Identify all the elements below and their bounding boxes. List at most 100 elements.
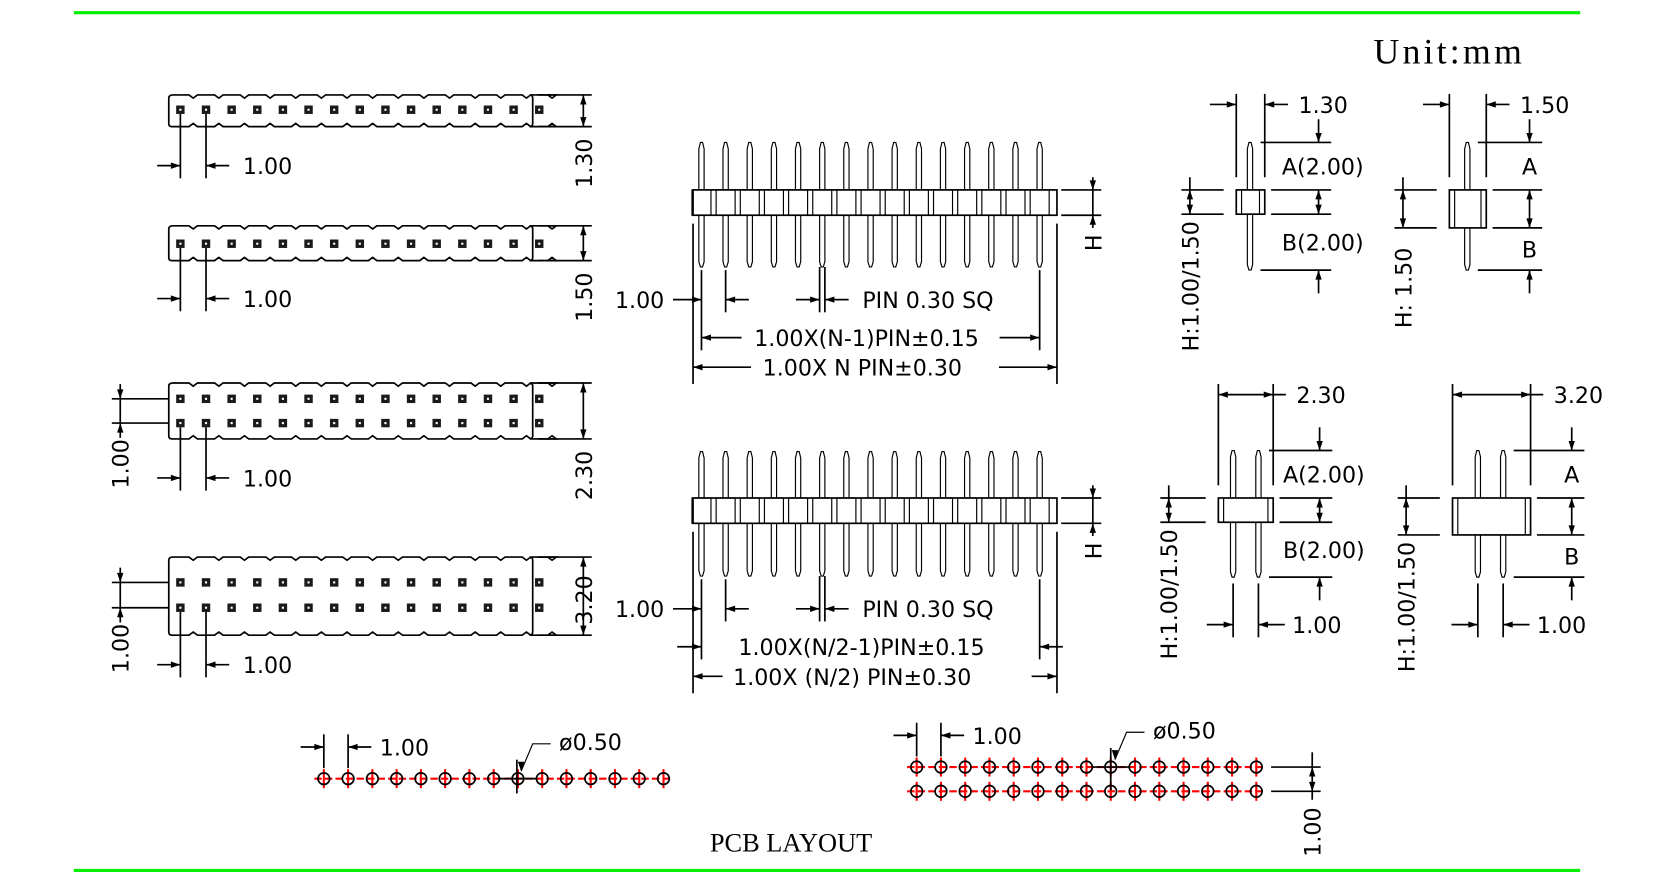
pin [1012, 450, 1019, 577]
arrow-head [1309, 781, 1316, 792]
pin-center [204, 397, 208, 400]
insulator-body [1235, 189, 1266, 216]
pin-center [538, 108, 541, 111]
arrow-head [1568, 441, 1575, 451]
arrow-head [1568, 577, 1575, 587]
side-view-1: 1.30A(2.00)B(2.00)H:1.00/1.50 [1178, 93, 1363, 351]
pin [1499, 449, 1507, 578]
pin-center [486, 422, 490, 425]
pin-center [435, 397, 438, 400]
pad-hole [1176, 784, 1191, 798]
pin [867, 141, 874, 268]
pin-center [461, 606, 464, 609]
width-label: 2.30 [1296, 383, 1345, 409]
pitch-label: 1.00 [973, 724, 1022, 750]
arrow-head [693, 673, 703, 680]
arrow-head [824, 605, 835, 612]
housing-outline [167, 382, 559, 440]
pin-center [461, 422, 464, 425]
arrow-head [1526, 189, 1533, 200]
leader-arrow [517, 761, 525, 772]
pin-center [358, 397, 361, 400]
b-height-label: B(2.00) [1282, 231, 1364, 257]
arrow-head [1399, 218, 1407, 228]
arrow-head [1439, 101, 1450, 108]
pin-center [204, 422, 208, 425]
arrow-head [580, 94, 587, 105]
a-height-label: A(2.00) [1283, 463, 1365, 489]
pad-hole [656, 772, 671, 786]
pin-center [307, 422, 310, 425]
housing-outline [167, 94, 559, 128]
height-label: H [1081, 234, 1107, 251]
h-height-label: H: 1.50 [1391, 248, 1417, 328]
pad-hole [910, 760, 924, 774]
pitch-label: 1.00 [243, 287, 292, 313]
pin-center [333, 397, 336, 400]
pin [963, 141, 971, 268]
arrow-head [691, 296, 702, 303]
arrow-head [1226, 101, 1237, 108]
arrow-head [810, 605, 820, 612]
insulator-body [692, 497, 1058, 525]
pin [770, 450, 778, 577]
pin [1474, 449, 1482, 578]
pin-center [179, 581, 182, 584]
pin-center [486, 606, 490, 609]
pin-center [358, 581, 361, 584]
pin-center [230, 422, 233, 425]
pin [843, 450, 850, 577]
pin-center [256, 397, 259, 400]
arrow-head [1503, 621, 1513, 628]
pin-center [435, 422, 438, 425]
pin-center [281, 422, 284, 425]
span-label: 1.00X(N-1)PIN±0.15 [754, 326, 979, 352]
arrow-head [206, 474, 216, 482]
pin-center [333, 606, 336, 609]
pad-hole [982, 784, 997, 798]
pad-hole [317, 772, 331, 786]
pad-hole [1007, 760, 1021, 774]
pin-center [461, 581, 464, 584]
body-segment [739, 189, 760, 216]
pin-center [281, 397, 284, 400]
arrow-head [1399, 189, 1407, 200]
pad-hole [389, 772, 404, 786]
leader-line [520, 743, 551, 772]
pad-hole [1249, 760, 1263, 774]
pin [819, 141, 826, 268]
pin-center [435, 581, 438, 584]
arrow-head [580, 251, 587, 261]
body-segment [763, 497, 785, 524]
pad-hole [1031, 784, 1045, 798]
arrow-head [117, 607, 124, 618]
pin-center [384, 108, 387, 111]
body-segment [691, 497, 712, 524]
pin-center [256, 606, 259, 609]
pin-center [281, 108, 284, 111]
housing-outline [167, 556, 559, 637]
arrow-head [1264, 101, 1275, 108]
pad-hole [1152, 784, 1166, 798]
pad-hole [414, 772, 428, 786]
pad-hole [1128, 784, 1142, 798]
h-height-label: H:1.00/1.50 [1157, 529, 1183, 659]
arrow-head [691, 643, 702, 650]
pin-center [461, 108, 464, 111]
body-segment [812, 189, 833, 216]
pin [819, 450, 826, 577]
pin-size-label: PIN 0.30 SQ [862, 288, 993, 314]
pin-center [384, 581, 387, 584]
arrow-head [1526, 270, 1533, 280]
pin [963, 450, 971, 577]
pad-hole [341, 772, 355, 786]
pcb-layout-caption: PCB LAYOUT [710, 828, 872, 857]
pad-hole [1055, 760, 1069, 774]
pin [915, 141, 923, 268]
pin-center [204, 242, 208, 245]
pad-hole [365, 772, 380, 786]
pin-center [307, 606, 310, 609]
row-pitch-label: 1.00 [109, 624, 135, 673]
